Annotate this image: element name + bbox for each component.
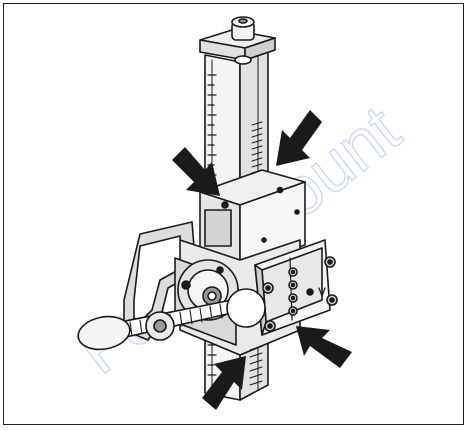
- lower-rack: [249, 345, 263, 386]
- feed-lever: [77, 288, 266, 351]
- carriage-block: [199, 169, 306, 266]
- mounting-plate: [254, 239, 338, 336]
- arrow-bottom-right-icon: [296, 326, 352, 368]
- arrow-bottom-left-icon: [202, 356, 246, 410]
- scale-marks: [207, 74, 217, 376]
- column-top-cap: [199, 16, 276, 65]
- indicator-arrows: [172, 110, 352, 410]
- arrow-top-right-icon: [276, 110, 322, 166]
- handle-bracket: [123, 221, 197, 341]
- arrow-top-left-icon: [172, 147, 220, 196]
